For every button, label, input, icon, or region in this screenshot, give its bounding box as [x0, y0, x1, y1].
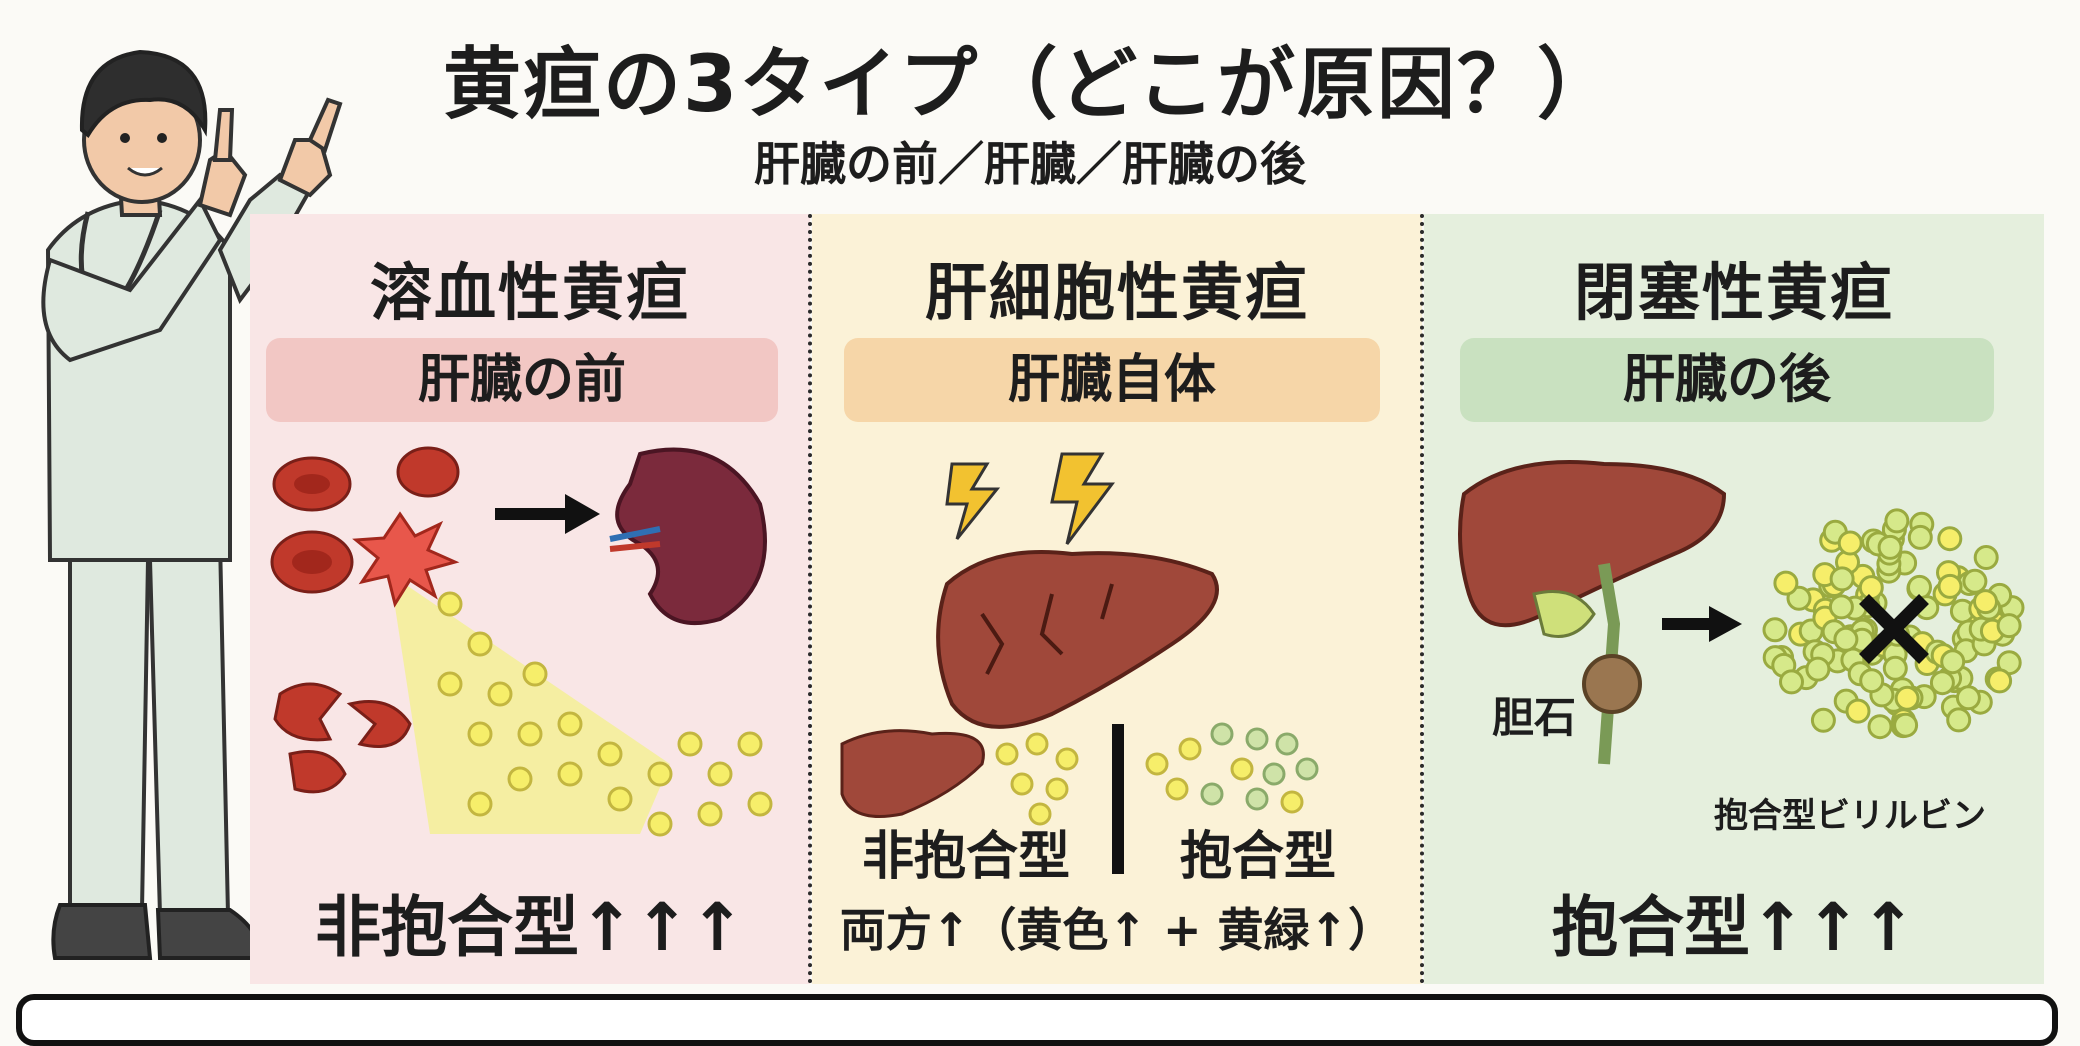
location-badge-before-liver: 肝臓の前 [266, 338, 778, 422]
bilirubin-dot [1894, 685, 1920, 711]
bilirubin-dot [1987, 668, 2013, 694]
result-hepatocellular: 両方↑（黄色↑ + 黄緑↑） [839, 903, 1395, 957]
bilirubin-dot [1845, 698, 1871, 724]
panel-hepatocellular: 肝細胞性黄疸 肝臓自体 非抱合型 抱合型 [812, 214, 1422, 984]
burst-icon [352, 511, 460, 608]
bilirubin-dot [1940, 649, 1966, 675]
location-badge-liver-itself: 肝臓自体 [844, 338, 1380, 422]
liver-icon [936, 550, 1219, 729]
bilirubin-dot [1837, 530, 1863, 556]
bilirubin-dot [1962, 568, 1988, 594]
bilirubin-dot [1929, 670, 1955, 696]
bilirubin-dot [1762, 617, 1788, 643]
result-hemolytic: 非抱合型↑↑↑ [315, 889, 745, 966]
label-conjugated: 抱合型 [1180, 827, 1337, 887]
bilirubin-dot [1773, 570, 1799, 596]
spleen-icon [615, 447, 767, 626]
bilirubin-dot [1779, 669, 1804, 695]
lightning-icon [945, 462, 1001, 540]
bilirubin-dot [1973, 589, 1998, 615]
liver-icon [1458, 460, 1727, 628]
bilirubin-dot [1973, 545, 1999, 570]
panel-hemolytic: 溶血性黄疸 肝臓の前 非抱合型↑↑↑ [250, 214, 810, 984]
doctor-illustration [41, 49, 343, 960]
bilirubin-dot [1829, 566, 1855, 592]
gallbladder-icon [1532, 590, 1596, 638]
lightning-icon [1050, 452, 1115, 545]
result-obstructive: 抱合型↑↑↑ [1552, 889, 1916, 966]
broken-rbc-icon [273, 682, 343, 742]
panel-obstructive: 閉塞性黄疸 肝臓の後 胆石 抱合型ビリルビン 抱合型↑↑↑ [1424, 214, 2044, 984]
bottom-bar [16, 994, 2058, 1046]
rbc-icon [396, 446, 460, 498]
bilirubin-stream [390, 574, 670, 834]
bilirubin-dot [1877, 534, 1903, 560]
bilirubin-dot [1810, 707, 1836, 733]
bilirubin-dot [1859, 668, 1885, 694]
panel-title-obstructive: 閉塞性黄疸 [1573, 256, 1894, 329]
dotted-divider-1 [808, 214, 812, 984]
page-subtitle: 肝臓の前／肝臓／肝臓の後 [754, 137, 1306, 191]
bilirubin-dot [1937, 573, 1963, 599]
mixed-dots [1145, 722, 1319, 814]
damaged-liver-illustration [840, 452, 1319, 874]
label-gallstone: 胆石 [1492, 693, 1577, 742]
bilirubin-dot [1867, 714, 1893, 740]
bilirubin-dot [1893, 712, 1919, 738]
bilirubin-dot [1805, 656, 1831, 682]
gallstone-icon [1582, 654, 1642, 714]
bilirubin-dot [1907, 524, 1933, 550]
label-unconjugated: 非抱合型 [862, 827, 1071, 887]
bilirubin-dot [1937, 526, 1963, 552]
bilirubin-dot [1828, 594, 1854, 620]
page-title: 黄疸の3タイプ（どこが原因？） [443, 40, 1617, 130]
unconjugated-bilirubin-dots [437, 591, 773, 837]
location-badge-after-liver: 肝臓の後 [1460, 338, 1994, 422]
bilirubin-dot [1882, 655, 1908, 681]
broken-rbc-icon [288, 750, 347, 794]
bilirubin-dot [1955, 685, 1981, 711]
bilirubin-dot [1996, 613, 2022, 639]
broken-rbc-icon [346, 700, 412, 748]
blocked-x-icon [1859, 594, 1929, 664]
obstruction-illustration [1458, 460, 2025, 765]
panel-title-hepatocellular: 肝細胞性黄疸 [924, 256, 1309, 329]
bilirubin-dot [1884, 508, 1910, 534]
dotted-divider-2 [1420, 214, 1424, 984]
bilirubin-dot [1858, 575, 1884, 601]
label-conjugated-bilirubin: 抱合型ビリルビン [1714, 796, 1986, 836]
bilirubin-dot [1833, 626, 1859, 652]
unconjugated-dots [995, 732, 1079, 826]
hemolysis-illustration [270, 446, 773, 837]
bilirubin-dot [1946, 707, 1972, 733]
small-liver-icon [840, 729, 985, 818]
panel-title-hemolytic: 溶血性黄疸 [369, 256, 690, 329]
